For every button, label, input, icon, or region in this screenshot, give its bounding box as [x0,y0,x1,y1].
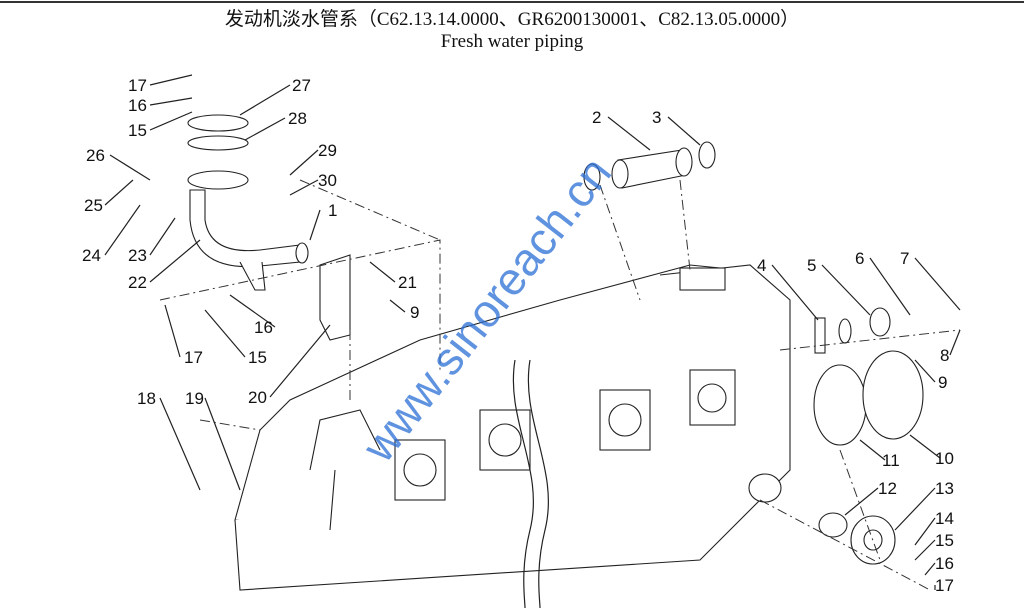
pipe-assembly [187,114,924,565]
engine-block [234,264,791,608]
callout-label: 21 [398,273,417,292]
callout-label: 15 [935,531,954,550]
callout-label: 16 [935,554,954,573]
callout-label: 16 [128,96,147,115]
callout-label: 2 [592,108,601,127]
callout-label: 23 [128,246,147,265]
callout-label: 22 [128,273,147,292]
callout-label: 5 [807,256,816,275]
callout-label: 17 [184,348,203,367]
callout-label: 16 [254,318,273,337]
top-rule [0,1,1024,3]
callout-label: 14 [935,509,954,528]
callout-label: 26 [86,146,105,165]
callout-label: 27 [292,76,311,95]
center-lines [159,179,961,591]
callout-label: 28 [288,109,307,128]
diagram-title-chinese: 发动机淡水管系（C62.13.14.0000、GR6200130001、C82.… [224,9,800,30]
callout-label: 17 [128,76,147,95]
callout-label: 15 [128,121,147,140]
leader-lines [104,74,961,590]
callout-label: 30 [318,171,337,190]
callout-label: 8 [940,346,949,365]
callout-label: 12 [878,479,897,498]
callout-label: 25 [84,196,103,215]
callout-label: 20 [248,388,267,407]
callout-label: 24 [82,246,101,265]
callout-label: 11 [882,451,900,470]
callout-label: 10 [935,449,954,468]
callout-label: 7 [900,249,909,268]
callout-label: 13 [935,479,954,498]
callout-label: 29 [318,141,337,160]
callout-label: 1 [328,201,337,220]
callout-label: 6 [855,249,864,268]
callout-label: 3 [652,108,661,127]
callout-label: 9 [938,373,947,392]
callout-label: 19 [185,389,204,408]
callout-label: 18 [137,389,156,408]
diagram-title-english: Fresh water piping [440,31,584,52]
callout-label: 17 [935,576,954,595]
callout-label: 15 [248,348,267,367]
callout-labels: 17 16 15 27 28 26 29 30 25 1 24 23 22 21… [82,76,954,595]
callout-label: 9 [410,303,419,322]
callout-label: 4 [757,256,766,275]
